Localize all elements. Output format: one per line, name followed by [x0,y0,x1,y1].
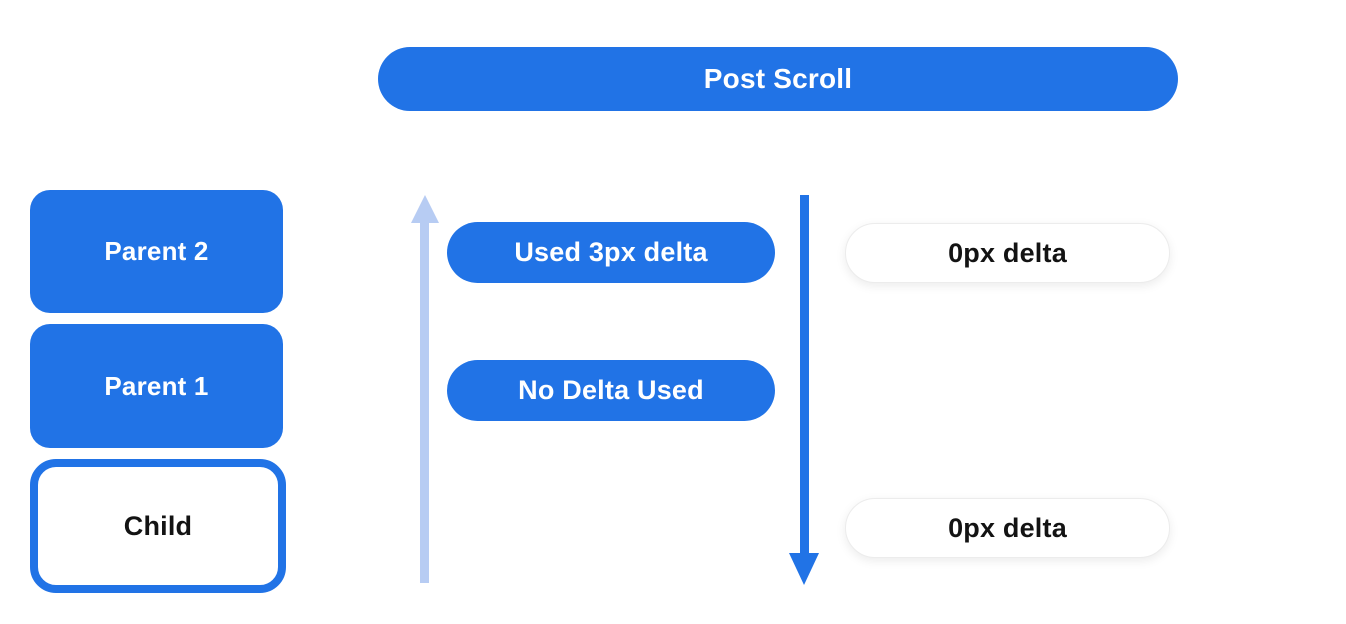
up-arrow-shaft [420,221,429,583]
parent1-box: Parent 1 [30,324,283,448]
down-arrow-icon [789,553,819,585]
parent2-box: Parent 2 [30,190,283,313]
up-arrow-icon [411,195,439,223]
used-3px-delta-pill: Used 3px delta [447,222,775,283]
down-arrow-shaft [800,195,809,555]
no-delta-used-pill: No Delta Used [447,360,775,421]
child-box: Child [30,459,286,593]
0px-delta-pill-bottom: 0px delta [845,498,1170,558]
post-scroll-header-pill: Post Scroll [378,47,1178,111]
0px-delta-pill-top: 0px delta [845,223,1170,283]
